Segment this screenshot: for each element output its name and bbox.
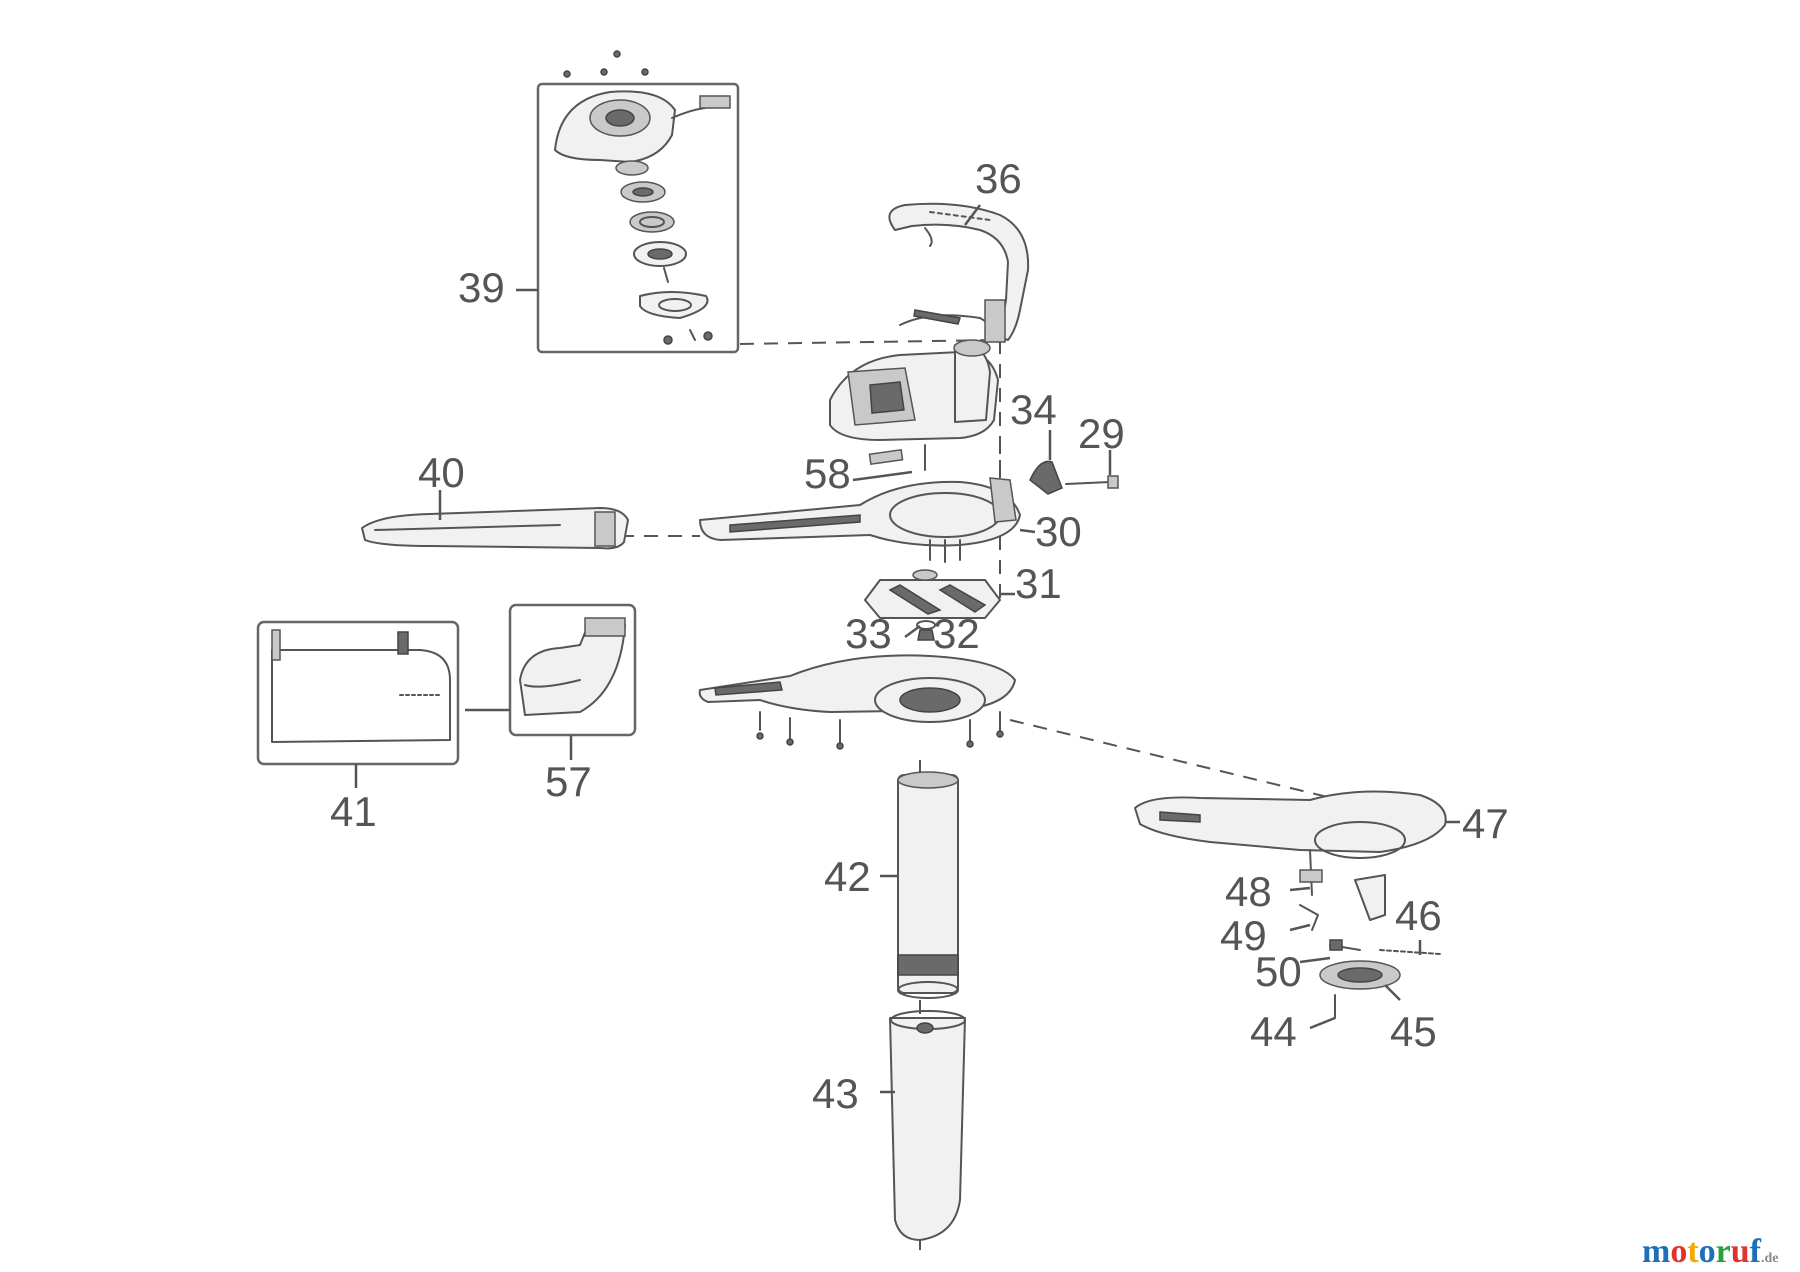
callout-31: 31 xyxy=(1015,560,1062,607)
part-33-washer xyxy=(916,620,936,630)
watermark-letter: f xyxy=(1750,1233,1762,1270)
part-31-fan xyxy=(864,569,1001,619)
engine-assembly xyxy=(829,339,999,471)
callout-48: 48 xyxy=(1225,868,1272,915)
callout-29: 29 xyxy=(1078,410,1125,457)
callout-39: 39 xyxy=(458,264,505,311)
callout-42: 42 xyxy=(824,853,871,900)
watermark-text: motoruf.de xyxy=(1642,1233,1779,1270)
callout-47: 47 xyxy=(1462,800,1509,847)
part-50-clip xyxy=(1329,939,1361,951)
callout-labels: 36 39 34 29 40 58 30 31 33 32 41 57 42 4… xyxy=(330,155,1509,1117)
part-39-starter-kit xyxy=(536,50,740,354)
part-45-cover-plate xyxy=(1319,960,1401,990)
part-holder-bracket xyxy=(1354,874,1386,921)
callout-33: 33 xyxy=(845,610,892,657)
part-30-upper-housing xyxy=(699,477,1021,563)
part-34-cover xyxy=(1029,460,1063,495)
callout-43: 43 xyxy=(812,1070,859,1117)
assembly-lines xyxy=(620,339,1341,1250)
part-43-lower-suction-tube xyxy=(889,1010,966,1241)
part-46-screw xyxy=(1379,949,1441,955)
leader-lines xyxy=(354,204,1460,1094)
watermark-letter: o xyxy=(1670,1233,1687,1270)
callout-49: 49 xyxy=(1220,912,1267,959)
watermark-letter: r xyxy=(1716,1233,1731,1270)
callout-41: 41 xyxy=(330,788,377,835)
part-42-upper-suction-tube xyxy=(897,771,959,999)
part-48-switch xyxy=(1299,849,1323,896)
callout-40: 40 xyxy=(418,449,465,496)
part-36-handle xyxy=(888,202,1030,343)
watermark-logo: motoruf.de xyxy=(1642,1233,1779,1270)
part-47-lower-housing-half xyxy=(1134,790,1447,859)
watermark-letter: t xyxy=(1687,1233,1699,1270)
watermark-letter: m xyxy=(1642,1233,1670,1270)
callout-30: 30 xyxy=(1035,508,1082,555)
part-40-blow-tube xyxy=(361,507,629,550)
callout-46: 46 xyxy=(1395,892,1442,939)
part-32-nut xyxy=(917,629,935,641)
part-29-bolt xyxy=(1065,475,1119,489)
callout-36: 36 xyxy=(975,155,1022,202)
watermark-letter: u xyxy=(1731,1233,1750,1270)
watermark-letter: o xyxy=(1699,1233,1716,1270)
callout-57: 57 xyxy=(545,758,592,805)
lower-housing xyxy=(698,654,1016,750)
watermark-suffix: .de xyxy=(1761,1251,1779,1266)
part-41-collection-bag xyxy=(256,620,460,766)
callout-32: 32 xyxy=(933,610,980,657)
callout-50: 50 xyxy=(1255,948,1302,995)
part-49-spring xyxy=(1299,904,1319,931)
callout-34: 34 xyxy=(1010,386,1057,433)
callout-44: 44 xyxy=(1250,1008,1297,1055)
callout-45: 45 xyxy=(1390,1008,1437,1055)
part-57-elbow-adapter xyxy=(508,603,637,737)
callout-58: 58 xyxy=(804,450,851,497)
